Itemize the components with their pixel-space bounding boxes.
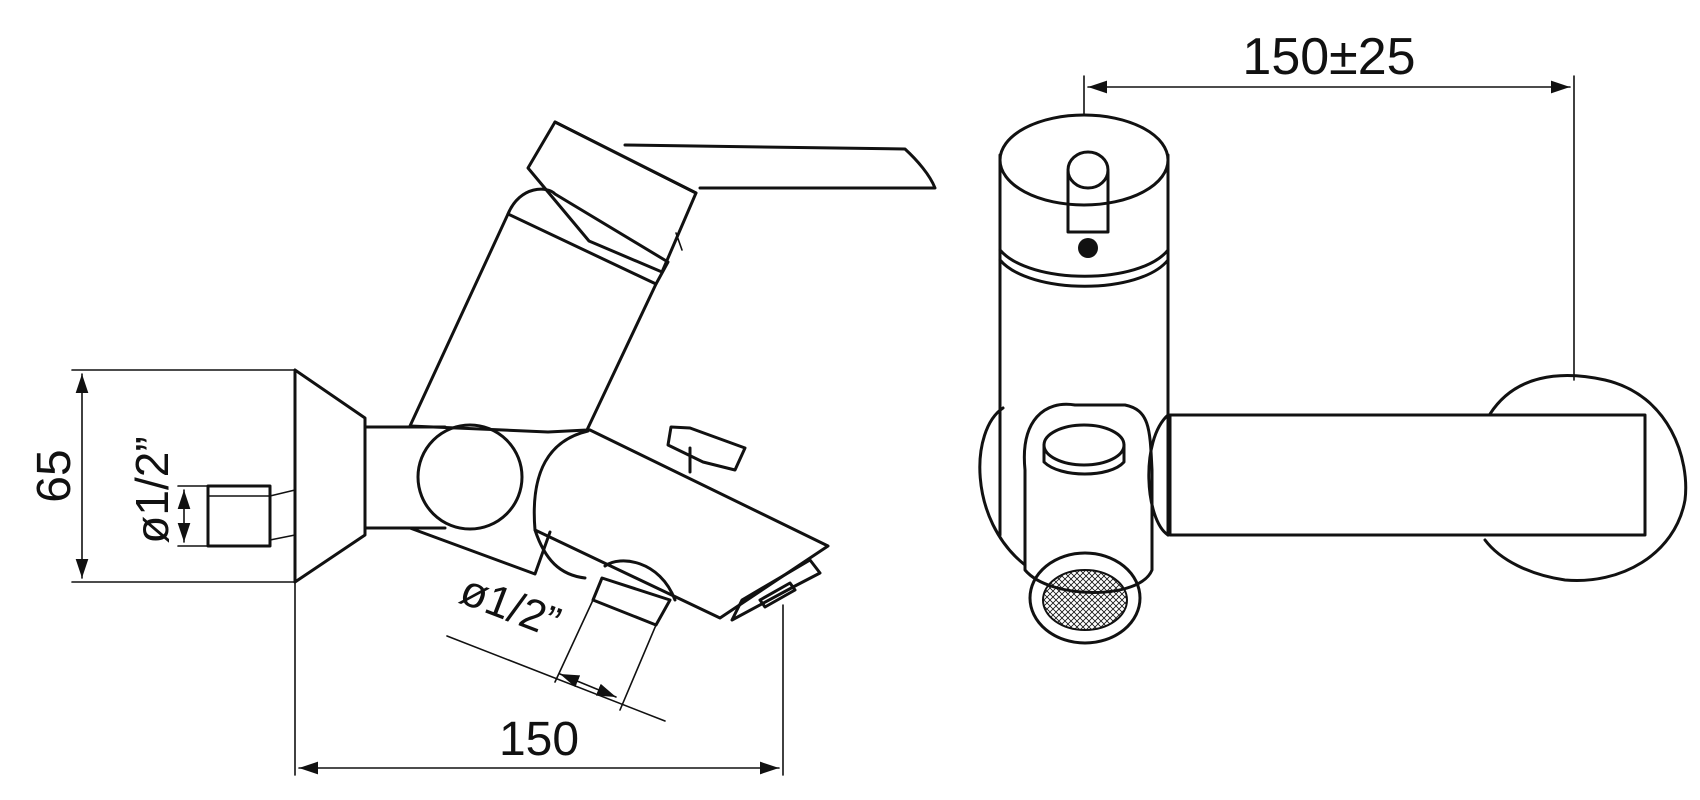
- center-distance-label: 150±25: [1242, 28, 1415, 86]
- wall-flange: [293, 368, 367, 584]
- inlet-connector: [206, 484, 296, 548]
- spout-housing: [1022, 402, 1154, 594]
- mixer-body: [408, 212, 658, 434]
- side-view: [206, 120, 937, 627]
- depth-label: 150: [499, 713, 579, 766]
- diverter-knob: [416, 423, 524, 531]
- dimension-depth: 150: [294, 581, 784, 776]
- front-arm: [1168, 413, 1647, 537]
- cartridge-cap: [506, 187, 670, 286]
- rosette-right: [1483, 374, 1688, 583]
- spout-aerator: [730, 558, 822, 622]
- dimension-height: 65: [28, 369, 296, 583]
- rosette-left: [978, 406, 1027, 567]
- outlet-connector: [591, 559, 677, 627]
- diverter-knob-front: [1042, 423, 1126, 476]
- front-lever: [1066, 150, 1110, 258]
- front-cap: [998, 113, 1170, 207]
- dimension-inlet: ø1/2”: [126, 436, 209, 547]
- height-label: 65: [28, 449, 81, 502]
- spout: [532, 428, 830, 620]
- inlet-thread-label: ø1/2”: [126, 436, 178, 543]
- front-aerator: [1028, 551, 1142, 645]
- dimension-center-distance: 150±25: [1083, 28, 1575, 381]
- front-view: [978, 113, 1688, 645]
- diverter-pull: [666, 425, 747, 474]
- front-body: [998, 153, 1170, 537]
- outlet-thread-label: ø1/2”: [453, 565, 566, 648]
- lever-blade: [623, 143, 937, 190]
